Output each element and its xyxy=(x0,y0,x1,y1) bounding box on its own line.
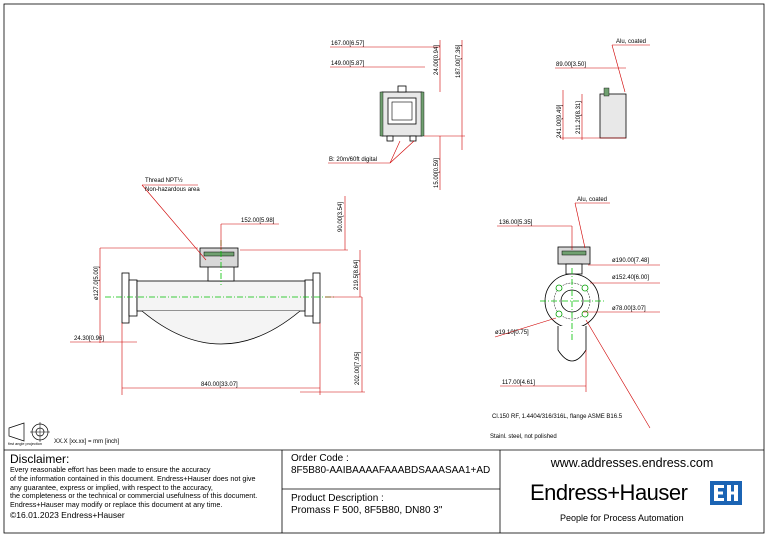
dim-24: 24.30[0.96] xyxy=(74,336,104,342)
dim-149: 149.00[5.87] xyxy=(331,61,365,67)
title-block: Disclaimer: Every reasonable effort has … xyxy=(5,450,762,532)
product-label: Product Description : xyxy=(291,493,384,504)
cable-gland-2 xyxy=(409,135,417,142)
product-description-cell: Product Description : Promass F 500, 8F5… xyxy=(286,490,501,532)
left-flange xyxy=(121,272,130,324)
dim-187: 187.00[7.36] xyxy=(456,44,462,78)
right-seal xyxy=(420,91,425,137)
cable-note: B: 20m/60ft digital xyxy=(329,157,377,163)
material-note: Stainl. steel, not polished xyxy=(490,434,557,440)
tagline: People for Process Automation xyxy=(560,513,684,523)
dim-152-4: ø152.40[6.00] xyxy=(612,275,649,281)
copyright: ©16.01.2023 Endress+Hauser xyxy=(10,509,125,520)
dim-190: ø190.00[7.48] xyxy=(612,258,649,264)
order-code-cell: Order Code : 8F5B80-AAIBAAAAFAAABDSAAASA… xyxy=(286,450,501,490)
order-code[interactable]: 8F5B80-AAIBAAAAFAAABDSAAASAA1+AD xyxy=(291,465,491,476)
top-view: 167.00[6.57] 149.00[5.87] 24.00[0.94] 18… xyxy=(328,40,465,190)
side-neck xyxy=(565,263,583,275)
transmitter-side xyxy=(557,246,591,265)
disclaimer-line-1: Every reasonable effort has been made to… xyxy=(10,465,211,474)
sensor-belly xyxy=(141,310,301,345)
projection-cone xyxy=(8,422,25,442)
endress-hauser-logo-icon xyxy=(710,481,742,505)
cable-gland-1 xyxy=(386,135,394,142)
bolt-hole-4 xyxy=(581,310,589,318)
right-neck xyxy=(304,279,314,317)
website-link[interactable]: www.addresses.endress.com xyxy=(550,456,714,470)
dim-19: ø19.10[0.75] xyxy=(495,330,529,336)
product-description: Promass F 500, 8F5B80, DN80 3" xyxy=(291,505,443,516)
side-view-bottom: Alu, coated 136.00[5.35] ø190.00[7.48] ø… xyxy=(490,197,660,440)
housing-band xyxy=(203,251,235,257)
dim-241: 241.00[9.49] xyxy=(557,104,563,138)
side-gland xyxy=(603,87,610,97)
dim-152: 152.00[5.98] xyxy=(241,218,275,224)
dim-24-top: 24.00[0.94] xyxy=(434,45,440,75)
dim-167: 167.00[6.57] xyxy=(331,41,365,47)
dim-127: ø127.0[5.00] xyxy=(94,266,100,300)
disclaimer-line-3: any guarantee, express or implied, with … xyxy=(10,482,213,492)
disclaimer-cell: Disclaimer: Every reasonable effort has … xyxy=(5,450,282,532)
display-window xyxy=(391,101,413,121)
dim-136: 136.00[5.35] xyxy=(499,220,533,226)
bolt-hole-1 xyxy=(555,284,563,292)
bolt-hole-3 xyxy=(555,310,563,318)
disclaimer-line-5: Endress+Hauser may modify or replace thi… xyxy=(10,500,223,510)
dim-117: 117.00[4.61] xyxy=(502,380,535,386)
disclaimer-line-4: the completeness or the technical or com… xyxy=(10,491,258,501)
brand-name: Endress+Hauser xyxy=(530,480,688,505)
transmitter-side-band xyxy=(561,250,587,256)
left-seal xyxy=(379,91,384,137)
dim-90: 90.00[3.54] xyxy=(338,202,344,232)
disclaimer-title: Disclaimer: xyxy=(10,452,70,466)
top-entry xyxy=(397,85,407,93)
brand-cell: www.addresses.endress.com Endress+Hauser… xyxy=(502,450,762,532)
projection-label: first angle projection xyxy=(8,442,42,446)
front-view: Thread NPT½ Non-hazardous area 152.00[5.… xyxy=(70,177,365,395)
sensor-tube xyxy=(136,280,306,312)
bolt-hole-2 xyxy=(581,284,589,292)
thread-note: Thread NPT½ xyxy=(145,177,183,184)
dim-78: ø78.00[3.07] xyxy=(612,306,646,312)
flange-note: Cl.150 RF, 1.4404/316/316L, flange ASME … xyxy=(492,414,623,420)
right-flange xyxy=(312,272,321,324)
dim-219: 219.5[8.64] xyxy=(354,260,360,290)
side-housing xyxy=(599,93,627,139)
transmitter-housing xyxy=(199,247,239,268)
order-code-label: Order Code : xyxy=(291,453,349,464)
projection-symbol: first angle projection XX.X [xx.xx] = mm… xyxy=(8,422,120,446)
alu-note-top: Alu, coated xyxy=(616,39,646,45)
units-note: XX.X [xx.xx] = mm [inch] xyxy=(54,439,120,445)
dim-15: 15.00[0.59] xyxy=(434,158,440,188)
area-note: Non-hazardous area xyxy=(145,187,200,193)
left-neck xyxy=(128,279,138,317)
dim-89: 89.00[3.50] xyxy=(556,62,586,68)
sheet-frame xyxy=(3,3,765,534)
side-view-top: Alu, coated 89.00[3.50] 241.00[9.49] 211… xyxy=(555,39,650,140)
dim-202: 202.00[7.95] xyxy=(355,351,361,385)
alu-note-bottom: Alu, coated xyxy=(577,197,607,203)
dim-211: 211.20[8.31] xyxy=(576,101,582,134)
disclaimer-line-2: of the information contained in this doc… xyxy=(10,473,256,483)
dim-840: 840.00[33.07] xyxy=(201,382,238,388)
